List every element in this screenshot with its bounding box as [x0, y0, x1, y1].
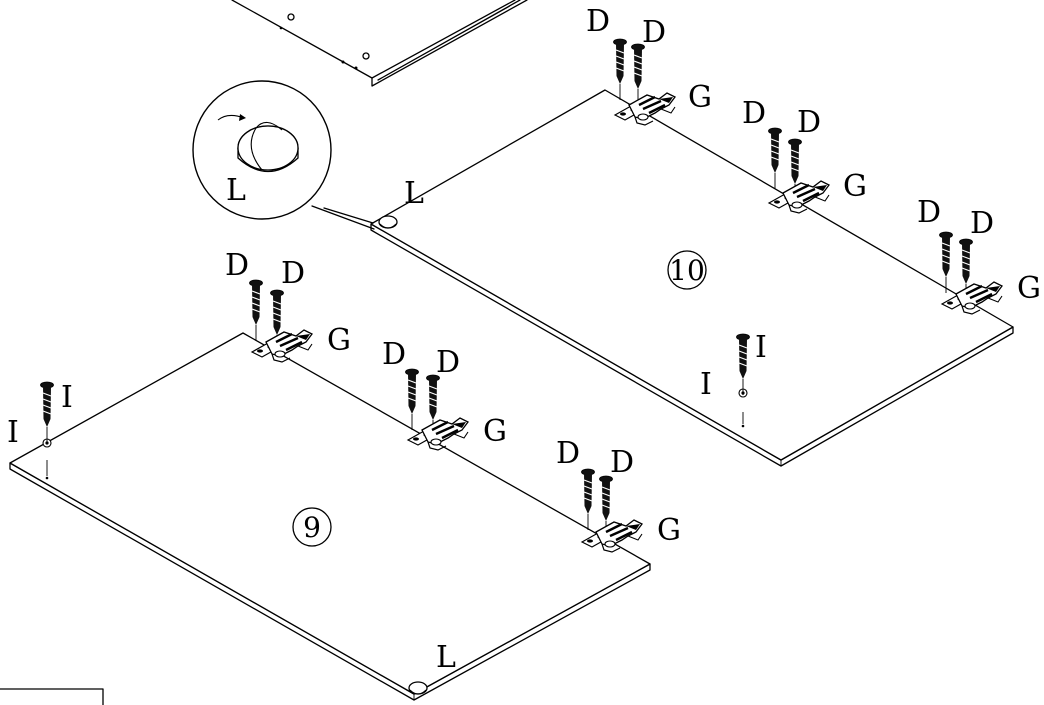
- label-l: L: [436, 640, 456, 675]
- label-d: D: [586, 4, 610, 39]
- label-g: G: [843, 169, 867, 204]
- screw-icon: [404, 368, 420, 431]
- screw-icon: [612, 38, 628, 101]
- label-g: G: [1017, 271, 1041, 306]
- screw-icon: [248, 279, 264, 342]
- screw-icon: [630, 43, 646, 106]
- label-l: L: [226, 173, 246, 208]
- panel-10-badge: [667, 250, 707, 290]
- label-i: I: [61, 380, 73, 415]
- top-partial-panel: [231, 0, 528, 87]
- label-g: G: [327, 323, 351, 358]
- bumper-zoom-callout: [192, 80, 375, 230]
- label-g: G: [657, 513, 681, 548]
- label-d: D: [556, 436, 580, 471]
- panel-10: 10: [370, 89, 1014, 467]
- panel-10-number: 10: [669, 254, 705, 287]
- part-labels: D D G D D G D D G I I L L D D G D D G D …: [7, 4, 1041, 675]
- panel-9-number: 9: [303, 511, 321, 544]
- screw-icon: [767, 127, 783, 190]
- label-d: D: [642, 15, 666, 50]
- label-i: I: [755, 330, 767, 365]
- label-l: L: [404, 176, 424, 211]
- label-d: D: [917, 195, 941, 230]
- label-g: G: [483, 414, 507, 449]
- panel-9: 9: [9, 332, 651, 701]
- label-i: I: [700, 367, 712, 402]
- label-d: D: [742, 96, 766, 131]
- label-d: D: [281, 256, 305, 291]
- label-d: D: [797, 105, 821, 140]
- partial-frame: [0, 688, 104, 705]
- label-d: D: [970, 206, 994, 241]
- label-d: D: [382, 337, 406, 372]
- door-bumper-icon: [217, 114, 299, 172]
- label-d: D: [436, 345, 460, 380]
- label-g: G: [688, 80, 712, 115]
- label-i: I: [7, 415, 19, 450]
- panel-9-badge: [292, 507, 332, 547]
- label-d: D: [610, 445, 634, 480]
- screw-icon: [938, 231, 954, 294]
- label-d: D: [225, 248, 249, 283]
- screw-icon: [39, 381, 55, 444]
- screw-icon: [580, 468, 596, 531]
